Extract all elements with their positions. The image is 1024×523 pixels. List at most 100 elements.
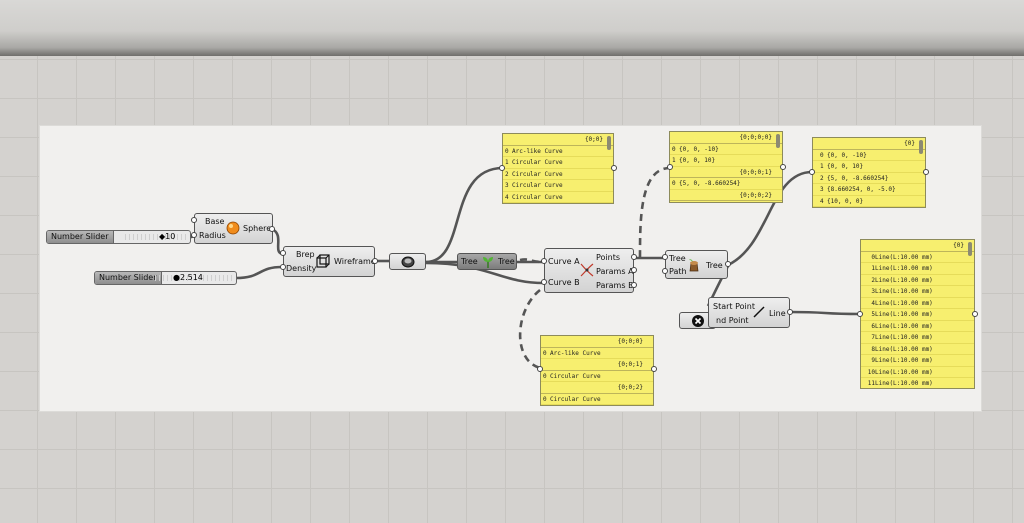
canvas-toolbar [0,0,1024,56]
line-component[interactable]: Start Point nd Point Line [708,297,790,328]
list-item: 1{0, 0, 10} [670,155,782,167]
list-item: 6Line(L:10.00 mm) [861,321,974,332]
output-port[interactable] [923,169,929,175]
input-port[interactable] [499,165,505,171]
output-port[interactable] [651,366,657,372]
input-port[interactable] [191,232,197,238]
input-port[interactable] [541,279,547,285]
end-point-input-label: nd Point [716,316,749,325]
shift-paths-component[interactable]: Tree Path Tree [665,250,728,279]
density-input-label: Density [286,264,317,273]
curve-a-input-label: Curve A [548,257,580,266]
sphere-component[interactable]: Base Radius Sphere [194,213,273,244]
point-x-icon [692,315,704,327]
list-item: 9Line(L:10.00 mm) [861,355,974,367]
tree-input-label: Tree [461,257,478,266]
tree-flip-component[interactable]: Tree Tree [457,253,517,270]
panel-scrollbar[interactable] [968,242,972,256]
curve-intersection-icon [580,263,594,277]
output-port[interactable] [611,165,617,171]
merge-component[interactable] [389,253,426,270]
number-slider-radius[interactable]: Number Slider ◆10 [46,230,191,244]
input-port[interactable] [537,366,543,372]
base-input-label: Base [205,217,225,226]
output-port[interactable] [631,282,637,288]
panel-path-header: {0} [813,138,925,150]
output-port[interactable] [269,226,275,232]
list-item: 4Line(L:10.00 mm) [861,298,974,309]
line-icon [753,306,765,318]
list-item: 3Line(L:10.00 mm) [861,286,974,298]
radius-input-label: Radius [199,231,226,240]
wireframe-title: Wireframe [334,257,376,266]
sphere-title: Sphere [243,224,272,233]
slider-track[interactable] [155,275,233,281]
output-port[interactable] [372,258,378,264]
input-port[interactable] [809,169,815,175]
output-port[interactable] [631,254,637,260]
input-port[interactable] [541,258,547,264]
merge-icon [401,256,415,268]
input-port[interactable] [857,311,863,317]
input-port[interactable] [280,250,286,256]
list-item: 0{0, 0, -10} [670,144,782,155]
list-item: 2{5, 0, -8.660254} [813,173,925,184]
panel-path-header: {0} [861,240,974,252]
panel-path-header: {0;0;0;0} [670,132,782,144]
input-port[interactable] [662,268,668,274]
tree-input-label: Tree [669,254,686,263]
list-item: 1{0, 0, 10} [813,161,925,173]
slider-name: Number Slider [95,272,162,284]
wireframe-cube-icon [316,254,330,268]
slider-value: ●2.514 [173,273,203,282]
list-item: 0Line(L:10.00 mm) [861,252,974,263]
output-port[interactable] [780,164,786,170]
output-port[interactable] [725,261,731,267]
panel-lines[interactable]: {0} 0Line(L:10.00 mm) 1Line(L:10.00 mm) … [860,239,975,389]
list-item: 3{8.660254, 0, -5.0} [813,184,925,196]
list-item: 0{5, 0, -8.660254} [670,178,782,190]
params-a-output-label: Params A [596,267,634,276]
panel-scrollbar[interactable] [607,136,611,150]
panel-scrollbar[interactable] [919,140,923,154]
input-port[interactable] [667,164,673,170]
path-input-label: Path [669,267,687,276]
curve-b-input-label: Curve B [548,278,580,287]
input-port[interactable] [662,254,668,260]
panel-path-header: {0;0;0;2} [670,190,782,201]
start-point-input-label: Start Point [713,302,755,311]
input-port[interactable] [280,264,286,270]
list-item: 2Line(L:10.00 mm) [861,275,974,286]
list-item: 11Line(L:10.00 mm) [861,378,974,388]
sprout-icon [483,257,493,268]
slider-value: ◆10 [159,232,176,241]
panel-path-header: {0;0} [503,134,613,146]
output-port[interactable] [631,267,637,273]
panel-points-flattened[interactable]: {0} 0{0, 0, -10} 1{0, 0, 10} 2{5, 0, -8.… [812,137,926,208]
sphere-icon [226,221,240,235]
brep-input-label: Brep [296,250,315,259]
tree-stump-icon [689,259,699,272]
curve-curve-component[interactable]: Curve A Curve B Points Params A Params B [544,248,634,293]
panel-path-header: {0;0;0;1} [670,167,782,178]
input-port[interactable] [191,217,197,223]
list-item: 0{0, 0, -10} [813,150,925,161]
construct-point-component[interactable] [679,312,716,329]
number-slider-density[interactable]: Number Slider ●2.514 [94,271,237,285]
panel-intersection-points[interactable]: {0;0;0;0} 0{0, 0, -10} 1{0, 0, 10} {0;0;… [669,131,783,203]
output-port[interactable] [972,311,978,317]
params-b-output-label: Params B [596,281,634,290]
list-item: 4{10, 0, 0} [813,196,925,207]
slider-track[interactable] [125,234,187,240]
list-item: 8Line(L:10.00 mm) [861,344,974,355]
wireframe-component[interactable]: Brep Density Wireframe [283,246,376,277]
panel-scrollbar[interactable] [776,134,780,148]
output-port[interactable] [787,309,793,315]
list-item: 10Line(L:10.00 mm) [861,367,974,378]
tree-output-label: Tree [706,261,723,270]
